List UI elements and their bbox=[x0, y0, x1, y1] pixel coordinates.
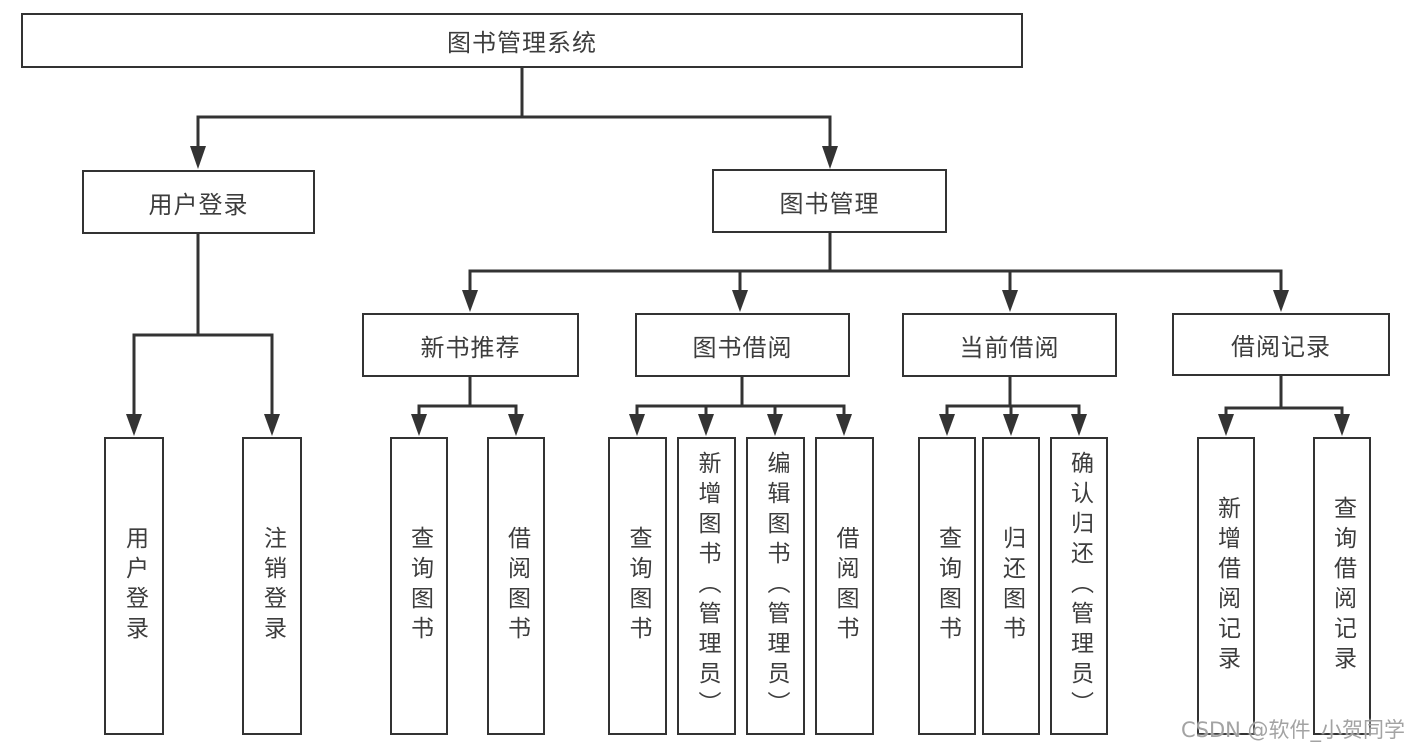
arrow-down-icon bbox=[462, 290, 478, 312]
leaf-current-confirm-return-admin: 确认归还（管理员） bbox=[1050, 437, 1108, 735]
arrow-down-icon bbox=[822, 146, 838, 169]
leaf-newbook-borrow-books: 借阅图书 bbox=[487, 437, 545, 735]
node-new-book-recommendation: 新书推荐 bbox=[362, 313, 579, 377]
leaf-borrowing-borrow-books: 借阅图书 bbox=[815, 437, 874, 735]
arrow-down-icon bbox=[1002, 290, 1018, 312]
arrow-down-icon bbox=[767, 414, 783, 436]
arrow-down-icon bbox=[1003, 414, 1019, 436]
node-current-borrowing: 当前借阅 bbox=[902, 313, 1117, 377]
leaf-borrowing-edit-books-admin: 编辑图书（管理员） bbox=[746, 437, 805, 735]
connector-new-book-to-leaves bbox=[417, 377, 518, 418]
leaf-records-query-borrow-record: 查询借阅记录 bbox=[1313, 437, 1371, 735]
arrow-down-icon bbox=[836, 414, 852, 436]
node-label: 查询借阅记录 bbox=[1329, 496, 1356, 676]
connector-book-borrowing-to-leaves bbox=[635, 377, 846, 418]
node-label: 确认归还（管理员） bbox=[1066, 451, 1093, 721]
connector-user-login-to-leaves bbox=[132, 234, 274, 416]
node-label: 用户登录 bbox=[121, 526, 148, 646]
node-label: 图书管理 bbox=[779, 189, 880, 218]
node-label: 查询图书 bbox=[406, 526, 433, 646]
arrow-down-icon bbox=[190, 146, 206, 169]
arrow-down-icon bbox=[126, 414, 142, 436]
arrow-down-icon bbox=[411, 414, 427, 436]
arrow-down-icon bbox=[939, 414, 955, 436]
leaf-borrowing-query-books: 查询图书 bbox=[608, 437, 667, 735]
arrow-down-icon bbox=[1218, 414, 1234, 436]
leaf-borrowing-add-books-admin: 新增图书（管理员） bbox=[677, 437, 736, 735]
connector-book-management-to-level2 bbox=[468, 233, 1283, 294]
arrow-down-icon bbox=[508, 414, 524, 436]
arrow-down-icon bbox=[1071, 414, 1087, 436]
arrow-down-icon bbox=[264, 414, 280, 436]
node-label: 借阅记录 bbox=[1231, 333, 1331, 361]
node-label: 归还图书 bbox=[998, 526, 1025, 646]
node-label: 图书借阅 bbox=[692, 333, 793, 362]
connector-borrowing-records-to-leaves bbox=[1224, 376, 1344, 420]
node-book-management: 图书管理 bbox=[712, 169, 947, 233]
node-label: 编辑图书（管理员） bbox=[763, 451, 789, 721]
node-user-login: 用户登录 bbox=[82, 170, 315, 234]
node-borrowing-records: 借阅记录 bbox=[1172, 313, 1390, 376]
watermark: CSDN @软件_小贺同学 bbox=[1181, 718, 1405, 742]
leaf-logout-login: 注销登录 bbox=[242, 437, 302, 735]
leaf-current-query-books: 查询图书 bbox=[918, 437, 976, 735]
node-label: 新增图书（管理员） bbox=[694, 451, 720, 721]
arrow-down-icon bbox=[732, 290, 748, 312]
node-label: 借阅图书 bbox=[832, 526, 858, 646]
arrow-down-icon bbox=[1334, 414, 1350, 436]
connector-current-borrowing-to-leaves bbox=[945, 377, 1081, 418]
arrow-down-icon bbox=[698, 414, 714, 436]
leaf-records-add-borrow-record: 新增借阅记录 bbox=[1197, 437, 1255, 735]
node-label: 新书推荐 bbox=[420, 333, 521, 362]
leaf-current-return-books: 归还图书 bbox=[982, 437, 1040, 735]
node-label: 注销登录 bbox=[259, 526, 286, 646]
node-label: 借阅图书 bbox=[503, 526, 530, 646]
leaf-user-login: 用户登录 bbox=[104, 437, 164, 735]
leaf-newbook-query-books: 查询图书 bbox=[390, 437, 448, 735]
node-library-management-system: 图书管理系统 bbox=[21, 13, 1023, 68]
arrow-down-icon bbox=[629, 414, 645, 436]
node-label: 用户登录 bbox=[148, 190, 249, 219]
node-label: 新增借阅记录 bbox=[1213, 496, 1240, 676]
node-label: 查询图书 bbox=[625, 526, 651, 646]
node-label: 当前借阅 bbox=[959, 333, 1060, 362]
node-book-borrowing: 图书借阅 bbox=[635, 313, 850, 377]
connector-root-to-level1 bbox=[196, 68, 832, 150]
node-label: 图书管理系统 bbox=[447, 29, 597, 57]
node-label: 查询图书 bbox=[934, 526, 961, 646]
arrow-down-icon bbox=[1273, 290, 1289, 312]
